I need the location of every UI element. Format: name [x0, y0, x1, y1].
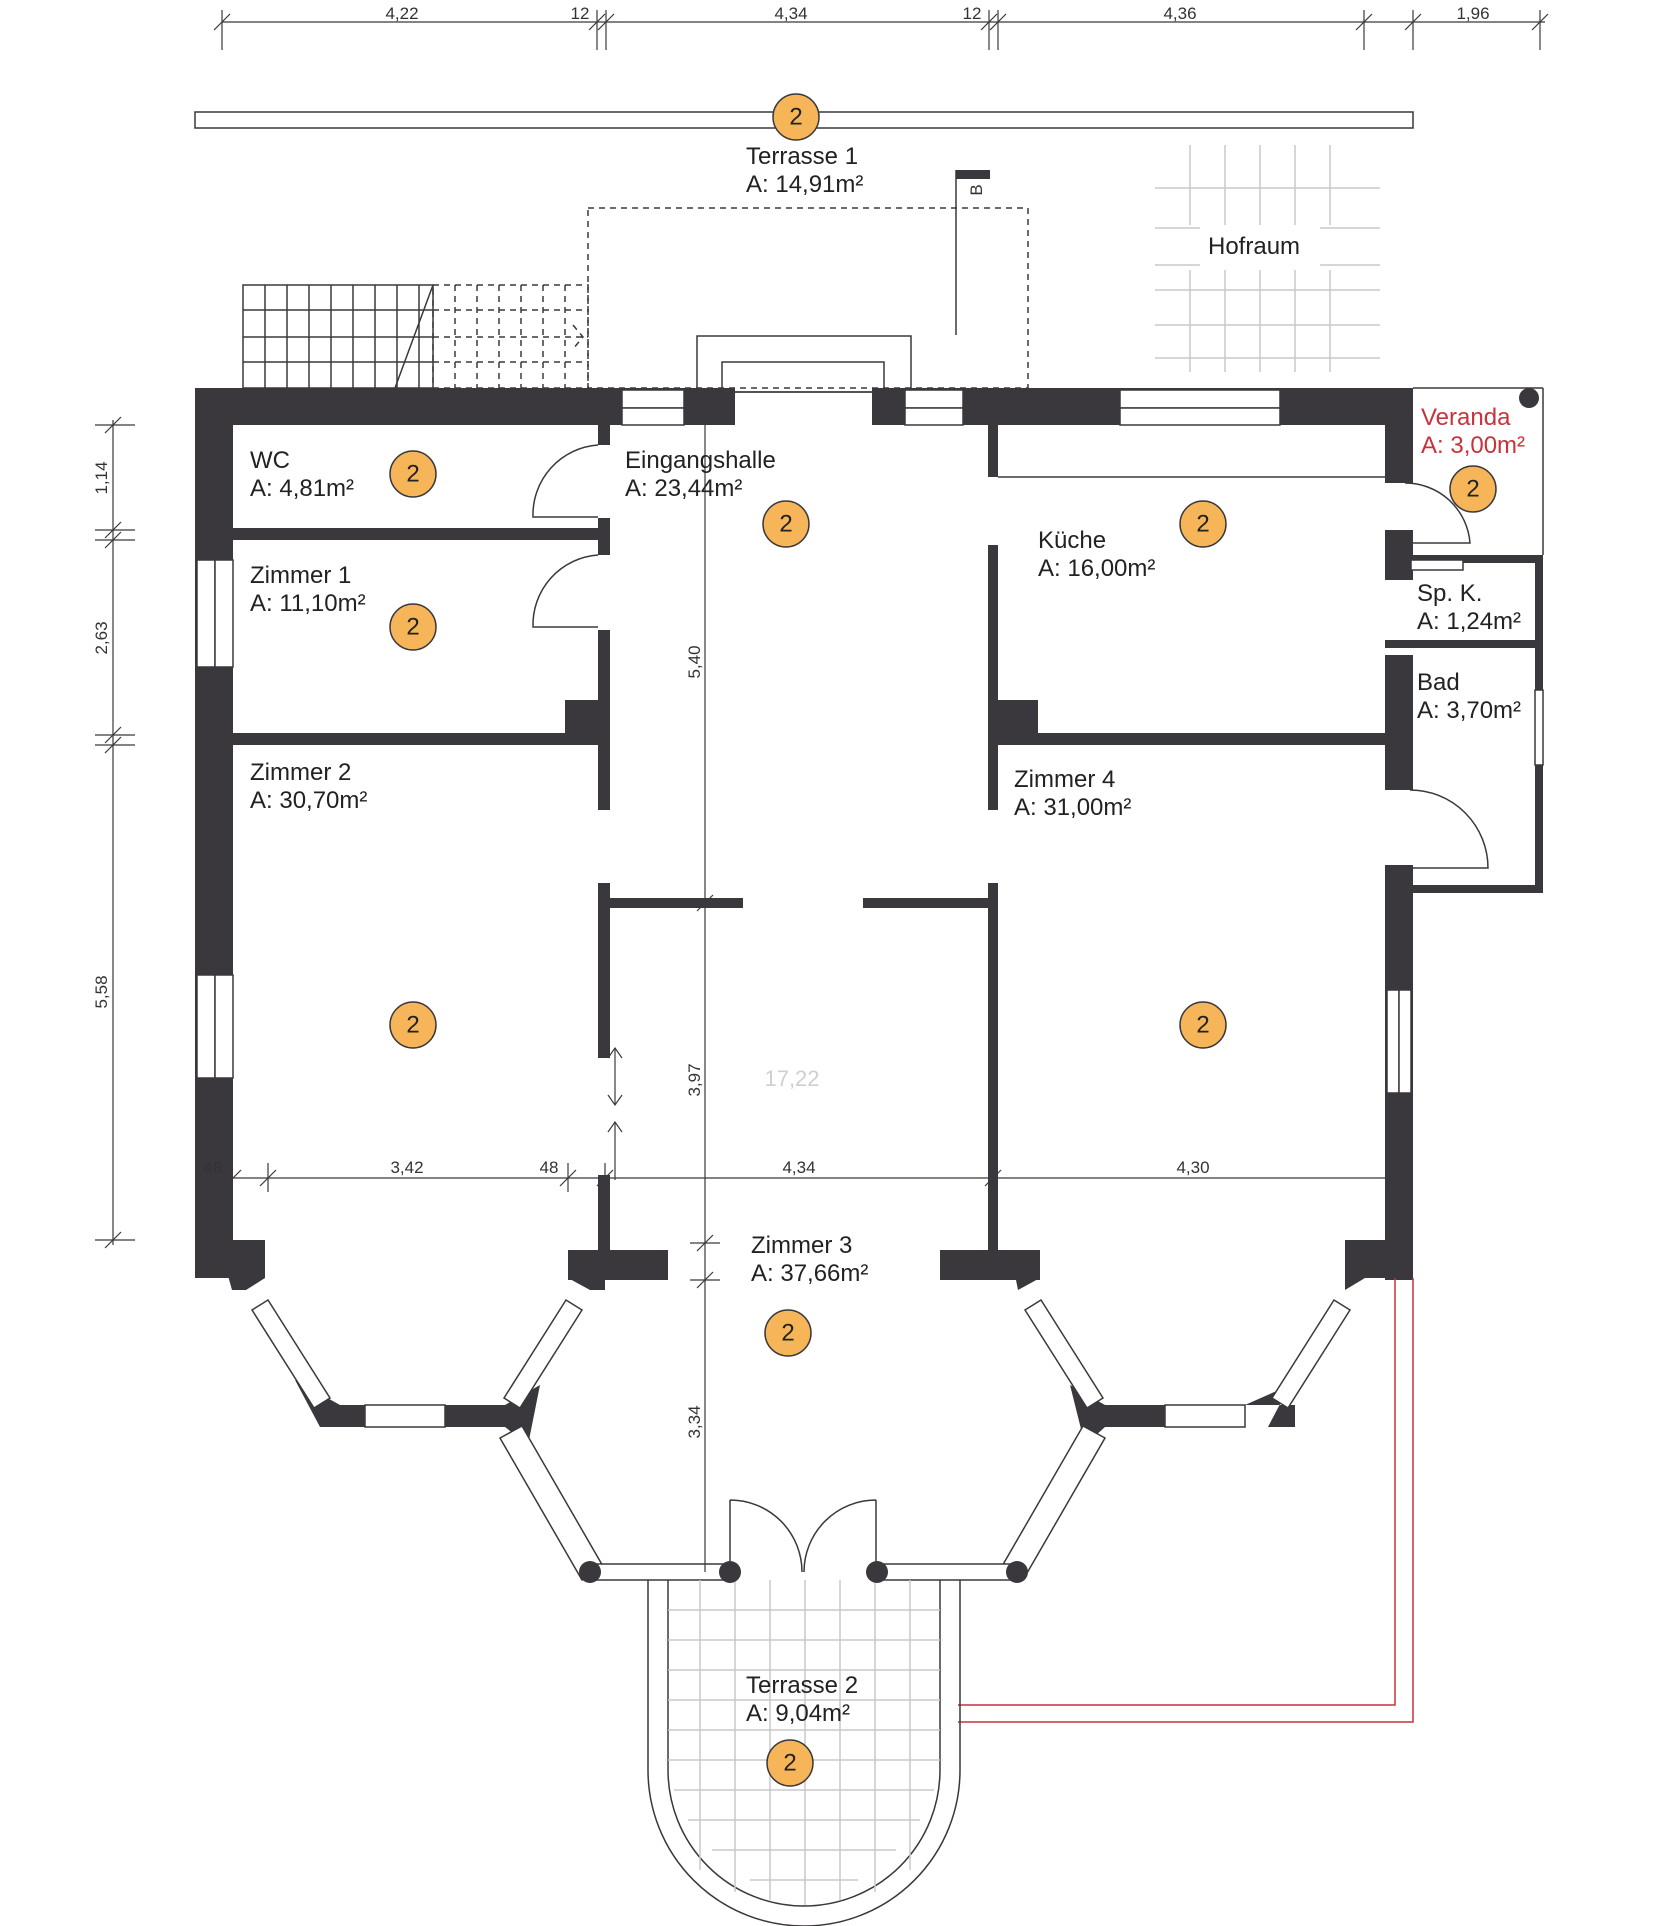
terrasse-1-area: A: 14,91m² — [746, 171, 863, 198]
dim-hall-2: 3,97 — [685, 1063, 704, 1096]
veranda-ramp — [958, 1278, 1414, 1723]
dim-left-3: 5,58 — [92, 975, 111, 1008]
entrance-porch — [696, 335, 912, 393]
bay-windows — [250, 1298, 1352, 1582]
columns — [579, 1561, 1028, 1583]
zimmer-4-area: A: 31,00m² — [1014, 794, 1131, 821]
dim-top-5: 4,36 — [1163, 4, 1196, 23]
dim-row-3: 48 — [540, 1158, 559, 1177]
badge-kueche: 2 — [1179, 500, 1227, 548]
terrasse-1-name: Terrasse 1 — [746, 143, 858, 170]
exterior-walls — [195, 388, 1543, 1445]
wc-name: WC — [250, 447, 290, 474]
section-marker-label: B — [967, 184, 986, 195]
svg-text:2: 2 — [1466, 476, 1479, 503]
terrasse-2-area: A: 9,04m² — [746, 1700, 850, 1727]
top-dimension-chain: 4,22 12 4,34 12 4,36 1,96 — [213, 4, 1549, 50]
badge-terrasse-2: 2 — [766, 1739, 814, 1787]
badge-zimmer-1: 2 — [389, 603, 437, 651]
svg-text:2: 2 — [1196, 1012, 1209, 1039]
dim-hall-1: 5,40 — [685, 645, 704, 678]
dim-top-4: 12 — [963, 4, 982, 23]
room-badges: 2 2 2 2 2 2 2 2 2 2 — [389, 93, 1497, 1787]
bad-area: A: 3,70m² — [1417, 697, 1521, 724]
spk-area: A: 1,24m² — [1417, 608, 1521, 635]
dim-row-4: 4,34 — [782, 1158, 815, 1177]
badge-zimmer-4: 2 — [1179, 1001, 1227, 1049]
dim-left-1: 1,14 — [92, 461, 111, 494]
dim-row-5: 4,30 — [1176, 1158, 1209, 1177]
badge-veranda: 2 — [1449, 465, 1497, 513]
room-labels: Terrasse 1 A: 14,91m² Hofraum WC A: 4,81… — [250, 143, 1525, 1727]
bad-name: Bad — [1417, 669, 1460, 696]
top-windows — [196, 389, 1544, 1094]
zimmer-3-area: A: 37,66m² — [751, 1260, 868, 1287]
dim-hall-3: 3,34 — [685, 1405, 704, 1438]
dim-top-1: 4,22 — [385, 4, 418, 23]
row-dimension-chain: 48 3,42 48 4,34 4,30 — [204, 1046, 1404, 1192]
hall-dimension-chain: 5,40 3,97 3,34 — [685, 425, 720, 1572]
svg-text:2: 2 — [783, 1750, 796, 1777]
badge-eingangshalle: 2 — [762, 500, 810, 548]
spk-name: Sp. K. — [1417, 580, 1482, 607]
zimmer-2-name: Zimmer 2 — [250, 759, 351, 786]
veranda-area: A: 3,00m² — [1421, 432, 1525, 459]
terrasse-2-name: Terrasse 2 — [746, 1672, 858, 1699]
zimmer-1-name: Zimmer 1 — [250, 562, 351, 589]
svg-text:2: 2 — [406, 461, 419, 488]
eingangshalle-name: Eingangshalle — [625, 447, 776, 474]
kueche-name: Küche — [1038, 527, 1106, 554]
dim-left-2: 2,63 — [92, 621, 111, 654]
badge-zimmer-2: 2 — [389, 1001, 437, 1049]
zimmer-3-name: Zimmer 3 — [751, 1232, 852, 1259]
svg-text:2: 2 — [1196, 511, 1209, 538]
overall-dimension: 17,22 — [764, 1066, 819, 1091]
eingangshalle-area: A: 23,44m² — [625, 475, 742, 502]
badge-wc: 2 — [389, 450, 437, 498]
dim-row-1: 48 — [204, 1158, 223, 1177]
left-dimension-chain: 1,14 2,63 5,58 — [92, 416, 135, 1249]
interior-walls — [233, 425, 1388, 1250]
zimmer-1-area: A: 11,10m² — [250, 590, 366, 617]
zimmer-4-name: Zimmer 4 — [1014, 766, 1115, 793]
veranda-name: Veranda — [1421, 404, 1511, 431]
dim-top-3: 4,34 — [774, 4, 807, 23]
section-marker: B — [955, 170, 990, 335]
door-swings — [532, 444, 1489, 1573]
svg-text:2: 2 — [781, 1320, 794, 1347]
dim-top-6: 1,96 — [1456, 4, 1489, 23]
svg-text:2: 2 — [789, 104, 802, 131]
dim-top-2: 12 — [571, 4, 590, 23]
hofraum-name: Hofraum — [1208, 233, 1300, 260]
kueche-area: A: 16,00m² — [1038, 555, 1155, 582]
badge-terrasse-1: 2 — [772, 93, 820, 141]
badge-zimmer-3: 2 — [764, 1309, 812, 1357]
hofraum-paving — [1155, 145, 1380, 372]
svg-text:2: 2 — [406, 614, 419, 641]
veranda-outline — [1413, 387, 1544, 555]
zimmer-2-area: A: 30,70m² — [250, 787, 367, 814]
wc-area: A: 4,81m² — [250, 475, 354, 502]
terrasse-2-platform — [647, 1580, 961, 1926]
dim-row-2: 3,42 — [390, 1158, 423, 1177]
svg-text:2: 2 — [779, 511, 792, 538]
svg-text:2: 2 — [406, 1012, 419, 1039]
